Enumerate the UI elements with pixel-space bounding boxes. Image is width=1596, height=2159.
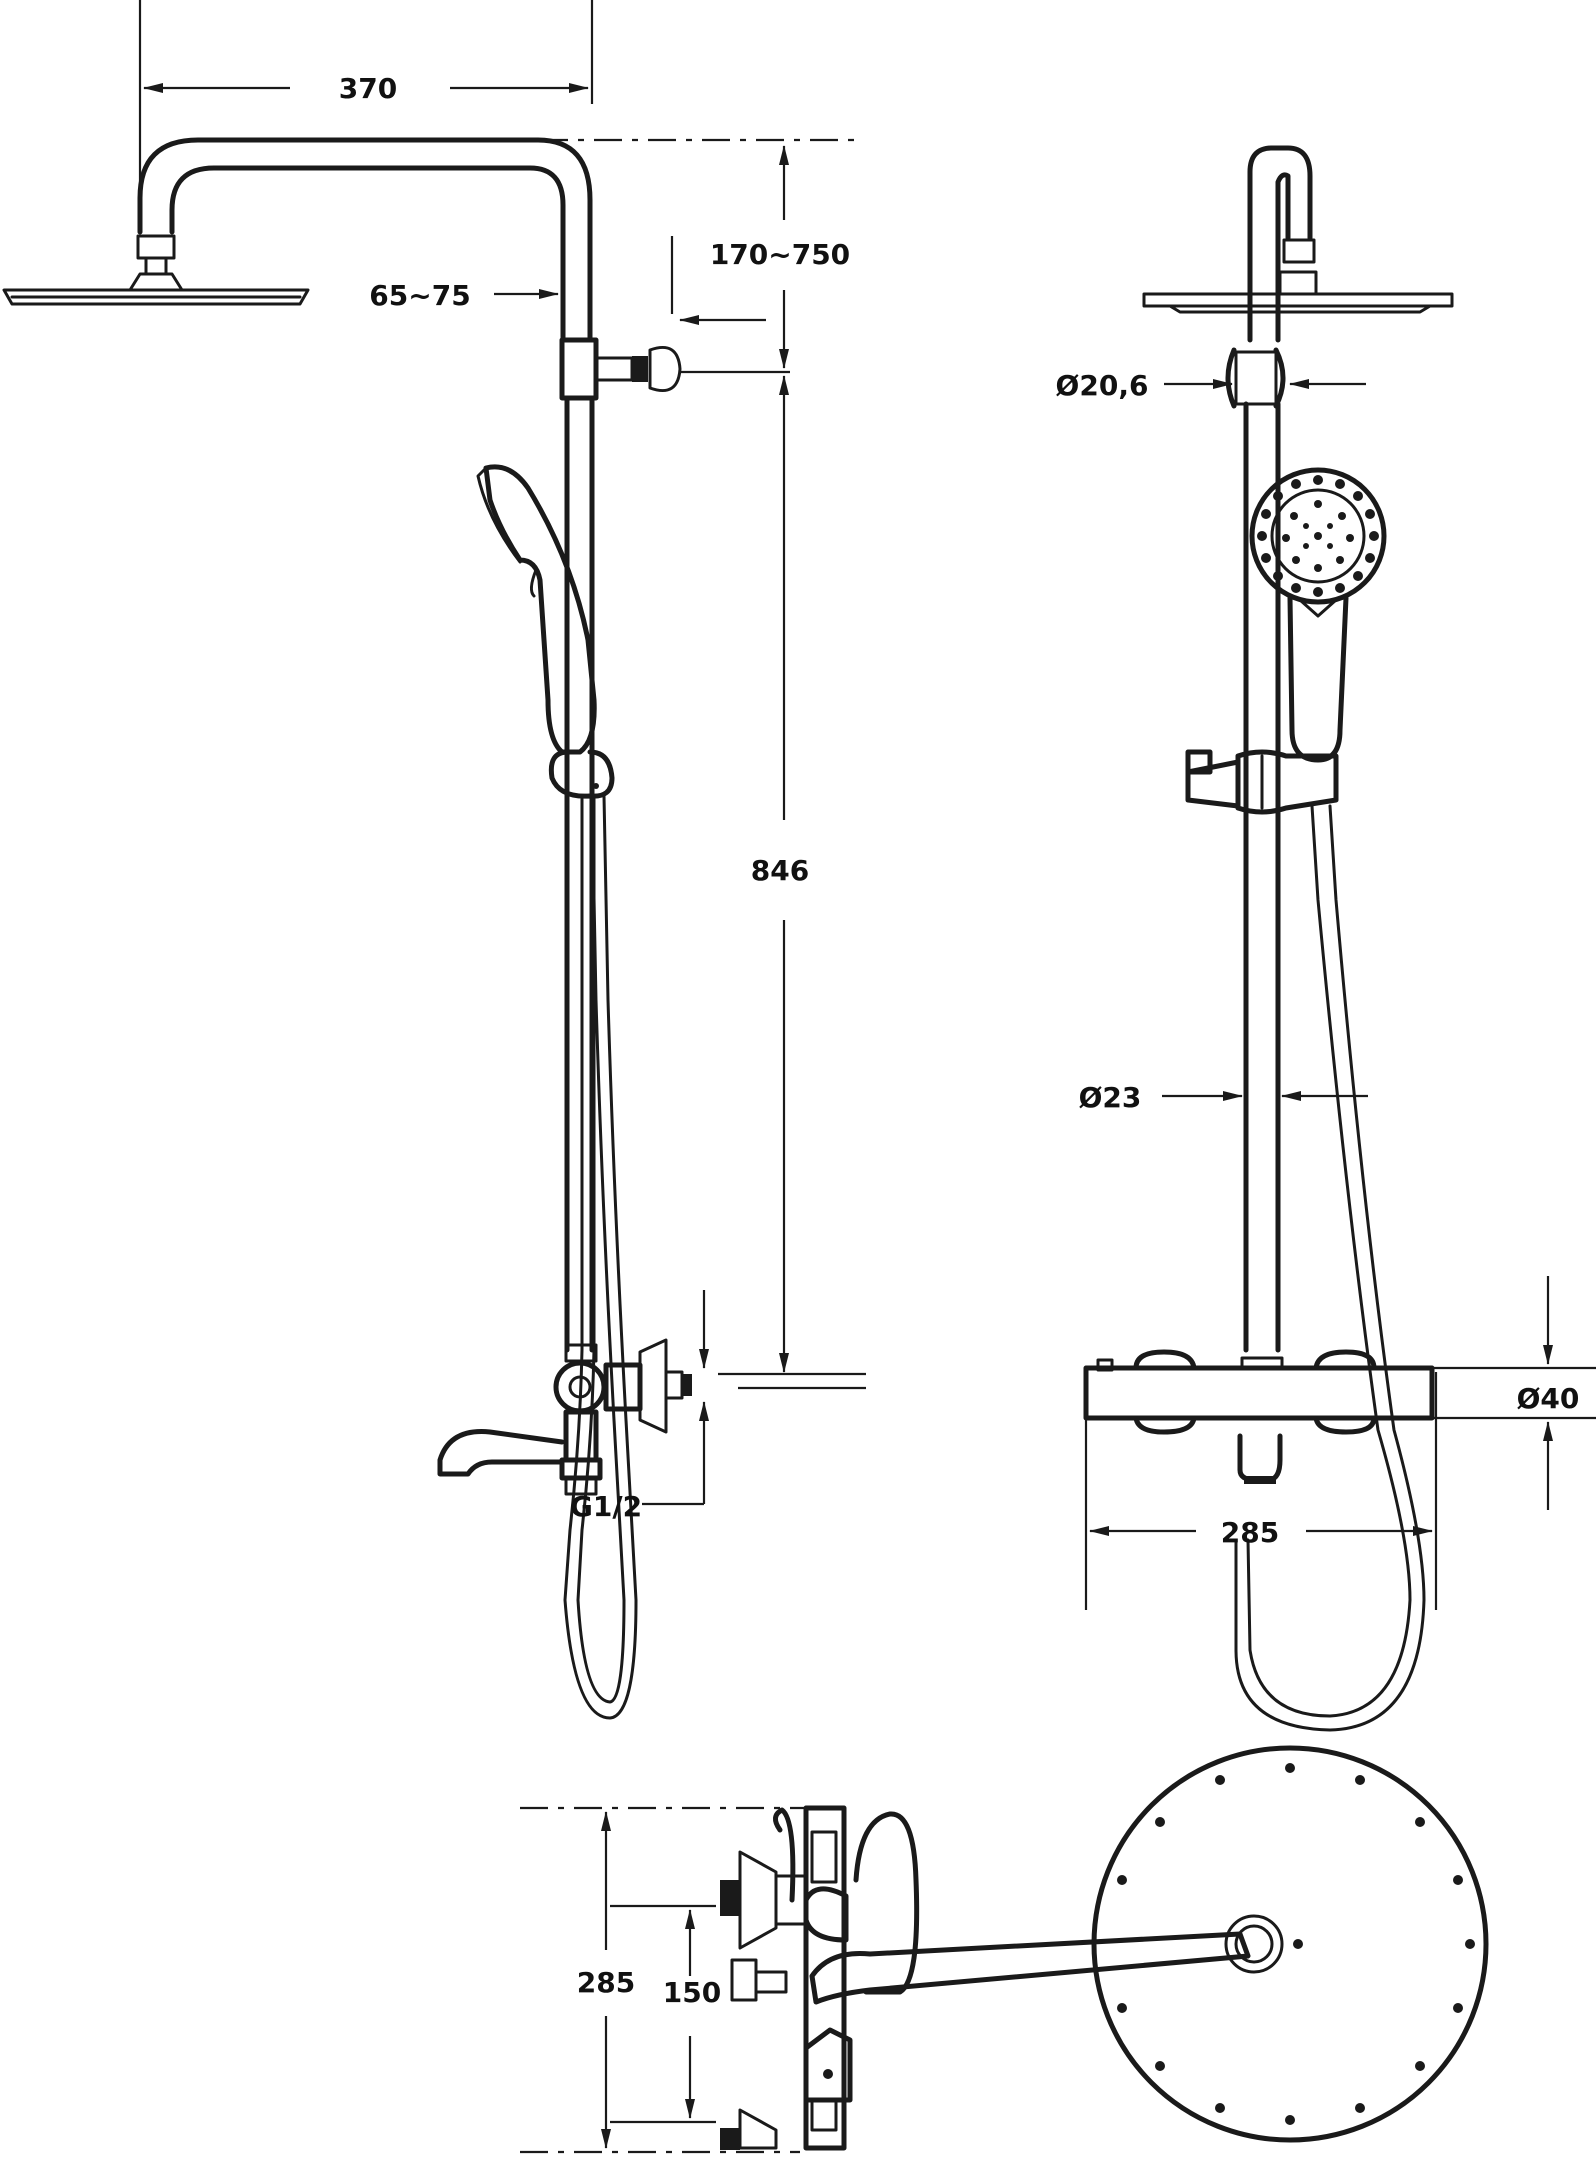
front-view-dimensions: Ø20,6 Ø23 Ø40 285 <box>1056 369 1596 1610</box>
side-view <box>2 137 692 1720</box>
holder-diameter-label: Ø20,6 <box>1056 369 1149 402</box>
rail-length-label: 846 <box>751 854 809 887</box>
inlet-thread-label: G1/2 <box>570 1490 642 1523</box>
top-view-dimensions: 285 150 <box>520 1806 806 2154</box>
mixer-width-label: 285 <box>1221 1516 1279 1549</box>
spray-nozzles <box>1257 475 1379 597</box>
wall-offset-label: 65~75 <box>369 279 470 312</box>
arm-height-label: 170~750 <box>710 238 850 271</box>
rail-diameter-label: Ø23 <box>1079 1081 1142 1114</box>
head-nozzles <box>1117 1763 1475 2125</box>
side-view-dimensions: 370 170~750 65~75 846 G1/2 <box>138 0 866 1523</box>
arm-width-label: 370 <box>339 72 397 105</box>
top-view <box>720 1745 1489 2151</box>
front-view <box>1083 145 1454 1732</box>
mixer-diameter-label: Ø40 <box>1517 1382 1580 1415</box>
body-length-label: 285 <box>577 1966 635 1999</box>
inlet-spacing-label: 150 <box>663 1976 721 2009</box>
